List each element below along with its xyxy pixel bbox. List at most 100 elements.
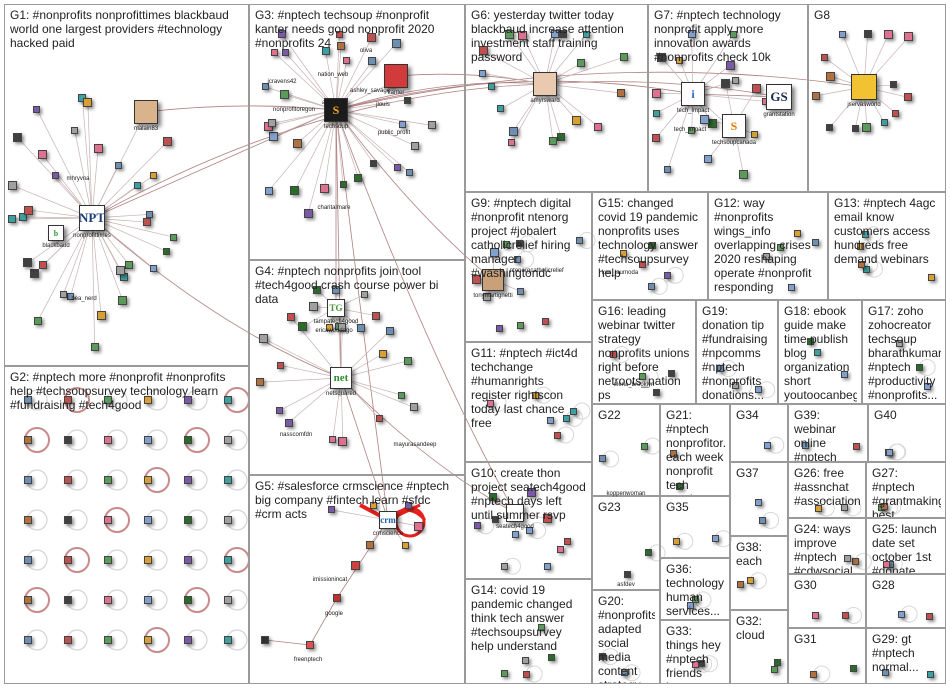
node-label: catholicrelief xyxy=(530,268,564,274)
group-label: G7: #nptech technology nonprofit apply m… xyxy=(654,8,781,64)
hub-label: kanter xyxy=(387,90,405,96)
hub-label: crmscience xyxy=(372,531,404,537)
self-loop-node xyxy=(24,636,32,644)
node xyxy=(820,53,828,61)
node xyxy=(554,431,562,439)
node xyxy=(277,30,286,38)
edge xyxy=(335,109,389,521)
node xyxy=(708,119,718,129)
group-label: G32: cloud xyxy=(736,614,765,642)
group-g14: G14: covid 19 pandemic changed think tec… xyxy=(465,579,592,684)
self-loop-node xyxy=(144,636,152,644)
node xyxy=(814,504,822,512)
group-label: G2: #nptech more #nonprofit #nonprofits … xyxy=(10,370,226,412)
node-label: asfdev xyxy=(617,582,635,588)
hub-grantstation: GS xyxy=(766,84,792,110)
self-loop-node xyxy=(144,596,152,604)
node-label: tech_impact xyxy=(673,127,707,133)
group-label: G33: things hey #nptech friends knows... xyxy=(666,624,721,683)
edge xyxy=(294,109,337,191)
group-g1: G1: #nonprofits nonprofittimes blackbaud… xyxy=(4,4,249,366)
self-loop-node xyxy=(24,516,32,524)
edge xyxy=(91,217,102,316)
node-label: nonprofitoregon xyxy=(272,107,316,113)
node xyxy=(801,442,809,450)
node xyxy=(333,594,341,602)
self-loop-node xyxy=(64,596,72,604)
node-label: charitalmare xyxy=(317,205,351,211)
node xyxy=(518,30,528,40)
node xyxy=(125,260,134,269)
node xyxy=(488,83,496,91)
hub-logo-text: S xyxy=(730,118,738,133)
node xyxy=(527,487,537,497)
self-loop-node xyxy=(24,556,32,564)
node xyxy=(927,273,935,281)
node xyxy=(23,258,33,268)
node-label: elena_brooklyn xyxy=(613,382,655,388)
edge xyxy=(667,93,694,170)
node xyxy=(93,144,103,154)
node xyxy=(773,658,781,666)
self-loop-node xyxy=(64,636,72,644)
node xyxy=(862,122,872,132)
node xyxy=(516,287,524,295)
node xyxy=(33,105,41,113)
self-loop-node xyxy=(104,556,112,564)
hub-label: techsoupcanada xyxy=(711,140,757,146)
node xyxy=(730,30,738,38)
group-g21: G21: #nptech nonprofitor... each week no… xyxy=(660,404,730,496)
node xyxy=(497,105,505,113)
node xyxy=(738,170,748,180)
hub-label: tonymartignetti xyxy=(473,293,513,299)
node xyxy=(403,96,411,104)
node xyxy=(570,407,578,415)
node xyxy=(861,231,869,239)
hub-malain xyxy=(134,100,158,124)
group-label: G9: #nptech digital #nonprofit ntenorg p… xyxy=(471,196,572,280)
node xyxy=(478,46,488,56)
node xyxy=(281,48,289,56)
hub-nonprofittimes: NPT xyxy=(79,205,105,231)
node xyxy=(267,119,276,128)
node xyxy=(308,302,318,312)
node-label: freenptech xyxy=(293,657,323,663)
node xyxy=(843,554,851,562)
hub-logo-text: TG xyxy=(329,303,343,313)
group-g38: G38: each xyxy=(730,536,788,610)
node xyxy=(398,391,406,399)
group-label: G8 xyxy=(814,8,831,22)
node xyxy=(37,149,47,159)
node xyxy=(59,290,67,298)
node xyxy=(771,666,779,674)
hub-label: techsoup xyxy=(323,124,349,130)
node xyxy=(543,514,553,524)
node xyxy=(619,249,627,257)
node xyxy=(787,284,795,292)
group-label: G11: #nptech #ict4d techchange #humanrig… xyxy=(471,346,578,430)
group-label: G22 xyxy=(598,408,621,422)
node xyxy=(563,537,571,545)
node xyxy=(852,557,859,565)
hub-label: tampatech4good xyxy=(313,319,359,325)
hub-label: nonprofittimes xyxy=(73,233,111,239)
node xyxy=(508,139,516,147)
node xyxy=(526,527,534,535)
node xyxy=(812,91,820,100)
node xyxy=(264,186,273,195)
node xyxy=(652,109,660,117)
edge xyxy=(263,338,342,379)
group-label: G30 xyxy=(794,578,817,592)
node-label: ken_laurnoda xyxy=(601,270,639,276)
group-g15: G15: changed covid 19 pandemic nonprofit… xyxy=(592,192,708,300)
node xyxy=(752,83,762,93)
edge xyxy=(91,217,124,301)
node xyxy=(393,163,401,171)
node xyxy=(116,265,126,275)
self-loop-node xyxy=(104,636,112,644)
group-label: G29: gt #nptech normal... xyxy=(872,632,919,674)
node xyxy=(321,46,330,55)
self-loop-node xyxy=(184,556,192,564)
node xyxy=(142,218,151,227)
group-label: G38: each xyxy=(736,540,763,568)
